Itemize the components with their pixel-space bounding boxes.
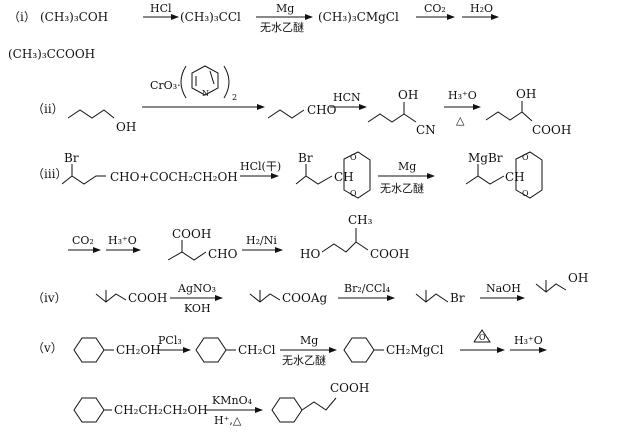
route-ii-intermediate-1-group: CHO (307, 103, 337, 117)
route-iii-int1-dioxolane (343, 151, 371, 199)
route-i-reagent-3: CO₂ (424, 2, 446, 15)
route-i-reagent-2-bottom: 无水乙醚 (260, 20, 304, 34)
route-v-int2-ring (343, 337, 375, 363)
epoxide-reagent: O (473, 329, 491, 343)
route-ii: （ⅱ） OH CrO₃· N 2 CHO HCN OH CN H₃⁺O △ OH… (32, 65, 571, 137)
svg-text:O: O (350, 153, 357, 162)
route-iv-int1-group: COOAg (282, 291, 328, 305)
route-v-product-chain (301, 397, 337, 411)
svg-text:O: O (350, 189, 357, 198)
route-iii-reagent-2-bottom: 无水乙醚 (380, 181, 424, 195)
route-v-reagent-5-top: KMnO₄ (212, 394, 253, 407)
route-iii-reagent-4: H₃⁺O (108, 234, 137, 247)
route-ii-reagent-1: CrO₃· (150, 79, 181, 92)
route-ii-product-chain (485, 111, 523, 121)
route-iii-product-chain (321, 241, 369, 253)
route-iii-reagent-1: HCl(干) (240, 160, 281, 173)
route-i-intermediate-1: (CH₃)₃CCl (180, 10, 241, 24)
svg-text:O: O (522, 189, 529, 198)
route-iii-product-ho: HO (300, 247, 320, 261)
route-iii-int3-cho: CHO (208, 247, 238, 261)
route-ii-intermediate-2-cn: CN (416, 123, 436, 137)
svg-text:O: O (479, 333, 486, 342)
route-v-label: （ⅴ） (32, 341, 63, 355)
route-ii-reagent-3-bottom: △ (456, 114, 465, 127)
route-i-reagent-1: HCl (150, 2, 172, 15)
route-i-reagent-4: H₂O (470, 2, 493, 15)
pyridine-reagent: N 2 (180, 65, 237, 102)
route-i-product: (CH₃)₃CCOOH (8, 47, 95, 61)
route-iii-int1-chain (295, 175, 333, 185)
route-iv-start-group: COOH (128, 291, 167, 305)
route-iv-reagent-1-bottom: KOH (184, 302, 211, 315)
svg-text:N: N (202, 89, 209, 98)
route-v-int2-group: CH₂MgCl (386, 343, 444, 357)
route-iv-int2-chain (415, 293, 449, 303)
route-iv-reagent-2: Br₂/CCl₄ (344, 282, 391, 295)
route-ii-intermediate-2-chain (367, 113, 405, 123)
route-ii-product-oh: OH (516, 87, 536, 101)
route-v-product-ring (271, 397, 303, 423)
route-iii-start-chain (61, 175, 106, 185)
route-ii-start-chain (67, 109, 115, 119)
route-ii-reagent-2: HCN (333, 91, 361, 104)
pyridine-ring (191, 65, 219, 96)
route-iii-int1-br: Br (298, 151, 313, 165)
route-v-int3-ring (73, 397, 105, 423)
route-iii-int2-mgbr: MgBr (468, 151, 503, 165)
route-v-int3-group: CH₂CH₂CH₂OH (114, 403, 208, 417)
route-ii-intermediate-2-oh: OH (398, 88, 418, 102)
route-iii: （ⅲ） Br CHO+COCH₂CH₂OH HCl(干) Br CH O O M… (32, 151, 543, 261)
route-v: （ⅴ） CH₂OH PCl₃ CH₂Cl Mg 无水乙醚 CH₂MgCl O H… (32, 329, 547, 427)
route-v-int1-ring (195, 337, 227, 363)
route-i-reagent-2-top: Mg (276, 2, 294, 15)
route-iv-int2-group: Br (450, 291, 465, 305)
route-iv: （ⅳ） COOH AgNO₃ KOH COOAg Br₂/CCl₄ Br NaO… (32, 271, 588, 315)
route-iii-start-rest: CHO+COCH₂CH₂OH (110, 170, 238, 184)
route-iv-reagent-1-top: AgNO₃ (177, 282, 216, 295)
route-ii-label: （ⅱ） (32, 102, 64, 116)
route-iv-label: （ⅳ） (32, 291, 67, 305)
route-iii-product-ch3: CH₃ (348, 213, 373, 227)
route-iv-start-chain (95, 293, 127, 303)
route-i: （ⅰ） (CH₃)₃COH HCl (CH₃)₃CCl Mg 无水乙醚 (CH₃… (8, 2, 499, 61)
route-iv-int1-chain (249, 293, 281, 303)
route-ii-reagent-1-sub: 2 (232, 93, 237, 102)
route-iii-reagent-5: H₂/Ni (246, 234, 277, 247)
route-v-reagent-2-top: Mg (300, 334, 318, 347)
route-i-start: (CH₃)₃COH (40, 10, 108, 24)
route-iii-reagent-3: CO₂ (72, 234, 94, 247)
route-i-intermediate-2: (CH₃)₃CMgCl (318, 10, 399, 24)
route-iii-int3-chain (167, 251, 207, 261)
route-v-start-group: CH₂OH (116, 343, 161, 357)
route-iii-product-cooh: COOH (370, 247, 409, 261)
route-v-start-ring (73, 337, 105, 363)
route-ii-intermediate-1-chain (267, 109, 305, 119)
route-iii-start-br: Br (64, 151, 79, 165)
route-iv-product-group: OH (568, 271, 588, 285)
route-i-label: （ⅰ） (8, 10, 36, 24)
route-iii-reagent-2-top: Mg (398, 160, 416, 173)
route-v-reagent-1: PCl₃ (158, 334, 182, 347)
route-v-int1-group: CH₂Cl (238, 343, 276, 357)
route-v-reagent-2-bottom: 无水乙醚 (282, 353, 326, 367)
route-iv-product-chain (535, 283, 567, 293)
route-v-reagent-4: H₃⁺O (514, 334, 543, 347)
route-iii-int2-chain (465, 175, 505, 185)
route-iii-int3-cooh: COOH (172, 227, 211, 241)
route-v-product-group: COOH (330, 381, 369, 395)
svg-text:O: O (522, 153, 529, 162)
route-iii-label: （ⅲ） (32, 167, 68, 181)
route-ii-product-cooh: COOH (532, 123, 571, 137)
route-iii-int2-ch: CH (505, 170, 525, 184)
route-v-reagent-5-bottom: H⁺,△ (214, 414, 242, 427)
route-iv-reagent-3: NaOH (486, 282, 521, 295)
route-ii-reagent-3-top: H₃⁺O (448, 89, 477, 102)
route-ii-start-group: OH (116, 120, 136, 134)
route-iii-int2-dioxolane (515, 151, 543, 199)
